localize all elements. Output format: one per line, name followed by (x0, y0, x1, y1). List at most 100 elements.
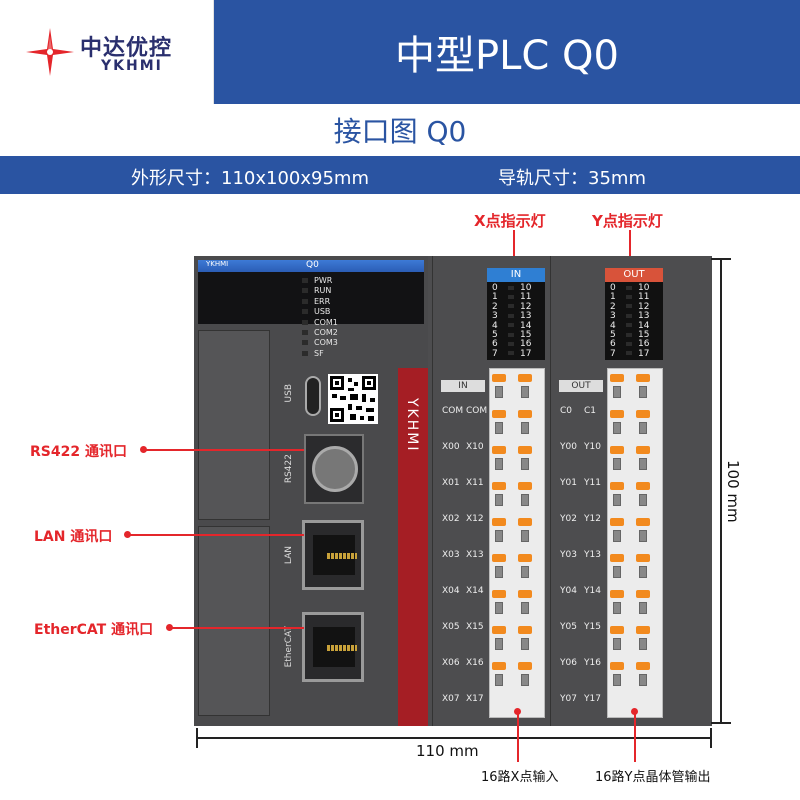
terminal-wire-hole[interactable] (639, 458, 647, 470)
in-terminal-header: IN (441, 380, 485, 392)
rs422-port[interactable] (304, 434, 364, 504)
terminal-lever[interactable] (636, 590, 650, 598)
terminal-wire-hole[interactable] (613, 422, 621, 434)
terminal-wire-hole[interactable] (639, 638, 647, 650)
wire-label: Y10 (584, 442, 601, 452)
terminal-wire-hole[interactable] (639, 566, 647, 578)
terminal-lever[interactable] (518, 482, 532, 490)
wire-label: X12 (466, 514, 484, 524)
logo: 中达优控 YKHMI (0, 0, 214, 104)
terminal-wire-hole[interactable] (639, 422, 647, 434)
terminal-lever[interactable] (492, 626, 506, 634)
terminal-wire-hole[interactable] (613, 458, 621, 470)
terminal-lever[interactable] (518, 554, 532, 562)
terminal-lever[interactable] (636, 662, 650, 670)
terminal-wire-hole[interactable] (521, 674, 529, 686)
cpu-cover-top (198, 330, 270, 520)
terminal-lever[interactable] (636, 626, 650, 634)
terminal-lever[interactable] (492, 590, 506, 598)
terminal-lever[interactable] (518, 590, 532, 598)
terminal-wire-hole[interactable] (613, 602, 621, 614)
rs422-callout: RS422 通讯口 (30, 444, 127, 460)
strip-brand: YKHMI (404, 398, 420, 453)
terminal-lever[interactable] (610, 518, 624, 526)
terminal-lever[interactable] (518, 518, 532, 526)
terminal-lever[interactable] (518, 626, 532, 634)
terminal-wire-hole[interactable] (521, 422, 529, 434)
terminal-lever[interactable] (636, 374, 650, 382)
terminal-wire-hole[interactable] (495, 530, 503, 542)
terminal-lever[interactable] (610, 662, 624, 670)
wire-label: Y02 (560, 514, 577, 524)
terminal-lever[interactable] (492, 518, 506, 526)
x-led-callout: X点指示灯 (474, 212, 546, 230)
terminal-wire-hole[interactable] (521, 638, 529, 650)
terminal-lever[interactable] (492, 482, 506, 490)
terminal-wire-hole[interactable] (521, 386, 529, 398)
terminal-wire-hole[interactable] (521, 602, 529, 614)
lan-callout-line (130, 534, 304, 536)
terminal-wire-hole[interactable] (495, 638, 503, 650)
terminal-wire-hole[interactable] (495, 386, 503, 398)
terminal-lever[interactable] (492, 446, 506, 454)
terminal-lever[interactable] (636, 410, 650, 418)
wire-label: Y14 (584, 586, 601, 596)
terminal-wire-hole[interactable] (521, 494, 529, 506)
terminal-wire-hole[interactable] (639, 494, 647, 506)
terminal-lever[interactable] (610, 446, 624, 454)
terminal-lever[interactable] (610, 590, 624, 598)
terminal-lever[interactable] (610, 554, 624, 562)
terminal-lever[interactable] (492, 662, 506, 670)
terminal-lever[interactable] (492, 410, 506, 418)
terminal-lever[interactable] (610, 410, 624, 418)
height-dimension-label: 100 mm (722, 456, 744, 527)
lan-port-label: LAN (284, 546, 294, 565)
terminal-wire-hole[interactable] (521, 530, 529, 542)
usb-port[interactable] (305, 376, 321, 416)
page-title: 中型PLC Q0 (214, 0, 800, 104)
terminal-wire-hole[interactable] (639, 674, 647, 686)
terminal-wire-hole[interactable] (613, 530, 621, 542)
terminal-lever[interactable] (518, 374, 532, 382)
terminal-wire-hole[interactable] (521, 566, 529, 578)
terminal-lever[interactable] (492, 374, 506, 382)
ethercat-port[interactable] (302, 612, 364, 682)
lan-port[interactable] (302, 520, 364, 590)
terminal-lever[interactable] (518, 662, 532, 670)
terminal-wire-hole[interactable] (495, 422, 503, 434)
terminal-wire-hole[interactable] (495, 602, 503, 614)
terminal-lever[interactable] (636, 554, 650, 562)
terminal-lever[interactable] (636, 446, 650, 454)
x-input-callout-line (517, 712, 519, 762)
terminal-lever[interactable] (636, 482, 650, 490)
wire-label: Y15 (584, 622, 601, 632)
terminal-wire-hole[interactable] (613, 638, 621, 650)
terminal-lever[interactable] (636, 518, 650, 526)
terminal-lever[interactable] (492, 554, 506, 562)
terminal-wire-hole[interactable] (495, 566, 503, 578)
terminal-wire-hole[interactable] (613, 494, 621, 506)
terminal-lever[interactable] (518, 410, 532, 418)
terminal-lever[interactable] (610, 374, 624, 382)
terminal-wire-hole[interactable] (613, 674, 621, 686)
ethercat-jack-icon (313, 627, 357, 667)
x-input-callout-dot (514, 708, 521, 715)
terminal-wire-hole[interactable] (495, 674, 503, 686)
led-com2: COM2 (302, 328, 338, 338)
terminal-wire-hole[interactable] (639, 602, 647, 614)
terminal-wire-hole[interactable] (639, 530, 647, 542)
terminal-wire-hole[interactable] (495, 494, 503, 506)
terminal-wire-hole[interactable] (495, 458, 503, 470)
terminal-wire-hole[interactable] (639, 386, 647, 398)
terminal-wire-hole[interactable] (521, 458, 529, 470)
height-dimension-tick-top (711, 258, 731, 260)
cpu-led-list: PWR RUN ERR USB COM1 COM2 COM3 SF (302, 276, 338, 359)
wire-label: X06 (442, 658, 460, 668)
terminal-lever[interactable] (610, 482, 624, 490)
terminal-wire-hole[interactable] (613, 386, 621, 398)
usb-port-label: USB (284, 384, 294, 403)
terminal-lever[interactable] (610, 626, 624, 634)
terminal-lever[interactable] (518, 446, 532, 454)
terminal-wire-hole[interactable] (613, 566, 621, 578)
